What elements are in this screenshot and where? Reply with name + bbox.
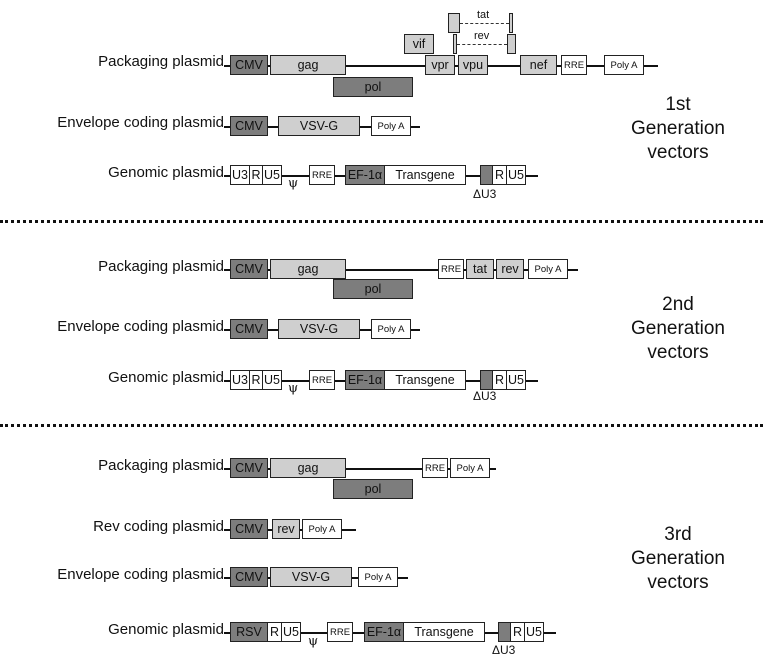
g3-5ltr-r: R bbox=[267, 622, 282, 642]
g2-genomic-label: Genomic plasmid bbox=[108, 369, 224, 386]
g3-rev-polya-signal: Poly A bbox=[302, 519, 342, 539]
g1-psi-signal: ψ bbox=[288, 176, 299, 191]
g3-gag-gene: gag bbox=[270, 458, 346, 478]
g1-5ltr-r: R bbox=[249, 165, 263, 185]
g3-title-line3: vectors bbox=[647, 572, 709, 593]
g1-rre-element: RRE bbox=[561, 55, 587, 75]
g2-env-polya-signal: Poly A bbox=[371, 319, 411, 339]
g3-transgene: Transgene bbox=[403, 622, 485, 642]
separator-2 bbox=[0, 424, 763, 427]
g2-5ltr-u5: U5 bbox=[262, 370, 282, 390]
g2-packaging-backbone bbox=[224, 269, 578, 271]
g1-genomic-label: Genomic plasmid bbox=[108, 164, 224, 181]
g1-delta-u3-label: ΔU3 bbox=[473, 187, 497, 201]
g1-rev-label: rev bbox=[474, 30, 490, 42]
g3-title-line1: 3rd bbox=[664, 524, 692, 545]
g2-packaging-label: Packaging plasmid bbox=[98, 258, 224, 275]
g2-genomic-rre: RRE bbox=[309, 370, 335, 390]
g1-envelope-label: Envelope coding plasmid bbox=[57, 114, 224, 131]
g1-pol-gene: pol bbox=[333, 77, 413, 97]
g3-3ltr-u5: U5 bbox=[524, 622, 544, 642]
g3-rev-label: Rev coding plasmid bbox=[93, 518, 224, 535]
g1-vpr-gene: vpr bbox=[425, 55, 455, 75]
g3-ef1a-promoter: EF-1α bbox=[364, 622, 404, 642]
g3-env-cmv-promoter: CMV bbox=[230, 567, 268, 587]
g1-title-line2: Generation bbox=[630, 118, 725, 139]
g2-cmv-promoter: CMV bbox=[230, 259, 268, 279]
g3-pol-gene: pol bbox=[333, 479, 413, 499]
g1-title-line1: 1st bbox=[665, 94, 691, 115]
g1-ef1a-promoter: EF-1α bbox=[345, 165, 385, 185]
g2-pol-gene: pol bbox=[333, 279, 413, 299]
g1-tat-exon2 bbox=[509, 13, 513, 33]
g1-polya-signal: Poly A bbox=[604, 55, 644, 75]
g3-vsvg-gene: VSV-G bbox=[270, 567, 352, 587]
g2-rre-element: RRE bbox=[438, 259, 464, 279]
g1-env-polya-signal: Poly A bbox=[371, 116, 411, 136]
g3-rev-gene: rev bbox=[272, 519, 300, 539]
g3-envelope-label: Envelope coding plasmid bbox=[57, 566, 224, 583]
g3-env-polya-signal: Poly A bbox=[358, 567, 398, 587]
g1-vsvg-gene: VSV-G bbox=[278, 116, 360, 136]
g2-ef1a-promoter: EF-1α bbox=[345, 370, 385, 390]
g1-gag-gene: gag bbox=[270, 55, 346, 75]
g2-envelope-label: Envelope coding plasmid bbox=[57, 318, 224, 335]
g2-env-cmv-promoter: CMV bbox=[230, 319, 268, 339]
g1-3ltr-r: R bbox=[492, 165, 507, 185]
g2-tat-gene: tat bbox=[466, 259, 494, 279]
g2-5ltr-u3: U3 bbox=[230, 370, 250, 390]
g3-polya-signal: Poly A bbox=[450, 458, 490, 478]
g1-vif-gene: vif bbox=[404, 34, 434, 54]
g1-tat-label: tat bbox=[477, 9, 490, 21]
g1-nef-gene: nef bbox=[520, 55, 557, 75]
g2-gag-gene: gag bbox=[270, 259, 346, 279]
g1-5ltr-u3: U3 bbox=[230, 165, 250, 185]
g1-vpu-gene: vpu bbox=[458, 55, 488, 75]
g3-genomic-rre: RRE bbox=[327, 622, 353, 642]
g3-delta-u3-label: ΔU3 bbox=[492, 643, 516, 657]
g2-psi-signal: ψ bbox=[288, 381, 299, 396]
g3-generation-title: 3rd Generation vectors bbox=[608, 523, 748, 595]
g1-rev-exon2 bbox=[507, 34, 516, 54]
g1-tat-exon1 bbox=[448, 13, 460, 33]
g3-packaging-label: Packaging plasmid bbox=[98, 457, 224, 474]
g2-title-line2: Generation bbox=[630, 318, 725, 339]
g1-env-cmv-promoter: CMV bbox=[230, 116, 268, 136]
g1-tat-splice bbox=[460, 23, 509, 24]
g2-vsvg-gene: VSV-G bbox=[278, 319, 360, 339]
g3-3ltr-r: R bbox=[510, 622, 525, 642]
g2-title-line3: vectors bbox=[647, 342, 709, 363]
g3-rre-element: RRE bbox=[422, 458, 448, 478]
g3-packaging-backbone bbox=[224, 468, 496, 470]
g1-title-line3: vectors bbox=[647, 142, 709, 163]
g1-5ltr-u5: U5 bbox=[262, 165, 282, 185]
g1-packaging-label: Packaging plasmid bbox=[98, 53, 224, 70]
g2-generation-title: 2nd Generation vectors bbox=[608, 293, 748, 365]
g1-rev-exon1 bbox=[453, 34, 457, 54]
g3-rsv-promoter: RSV bbox=[230, 622, 268, 642]
g2-rev-gene: rev bbox=[496, 259, 524, 279]
g2-3ltr-u5: U5 bbox=[506, 370, 526, 390]
g2-3ltr-r: R bbox=[492, 370, 507, 390]
g1-3ltr-u5: U5 bbox=[506, 165, 526, 185]
g3-5ltr-u5: U5 bbox=[281, 622, 301, 642]
g1-genomic-rre: RRE bbox=[309, 165, 335, 185]
g3-rev-cmv-promoter: CMV bbox=[230, 519, 268, 539]
g1-generation-title: 1st Generation vectors bbox=[608, 93, 748, 165]
g2-delta-u3-label: ΔU3 bbox=[473, 389, 497, 403]
g3-genomic-label: Genomic plasmid bbox=[108, 621, 224, 638]
g2-polya-signal: Poly A bbox=[528, 259, 568, 279]
g3-title-line2: Generation bbox=[630, 548, 725, 569]
g1-rev-splice bbox=[457, 44, 507, 45]
g2-title-line1: 2nd bbox=[662, 294, 694, 315]
g3-cmv-promoter: CMV bbox=[230, 458, 268, 478]
g2-transgene: Transgene bbox=[384, 370, 466, 390]
g2-5ltr-r: R bbox=[249, 370, 263, 390]
g1-transgene: Transgene bbox=[384, 165, 466, 185]
g1-cmv-promoter: CMV bbox=[230, 55, 268, 75]
separator-1 bbox=[0, 220, 763, 223]
g3-psi-signal: ψ bbox=[308, 634, 319, 649]
